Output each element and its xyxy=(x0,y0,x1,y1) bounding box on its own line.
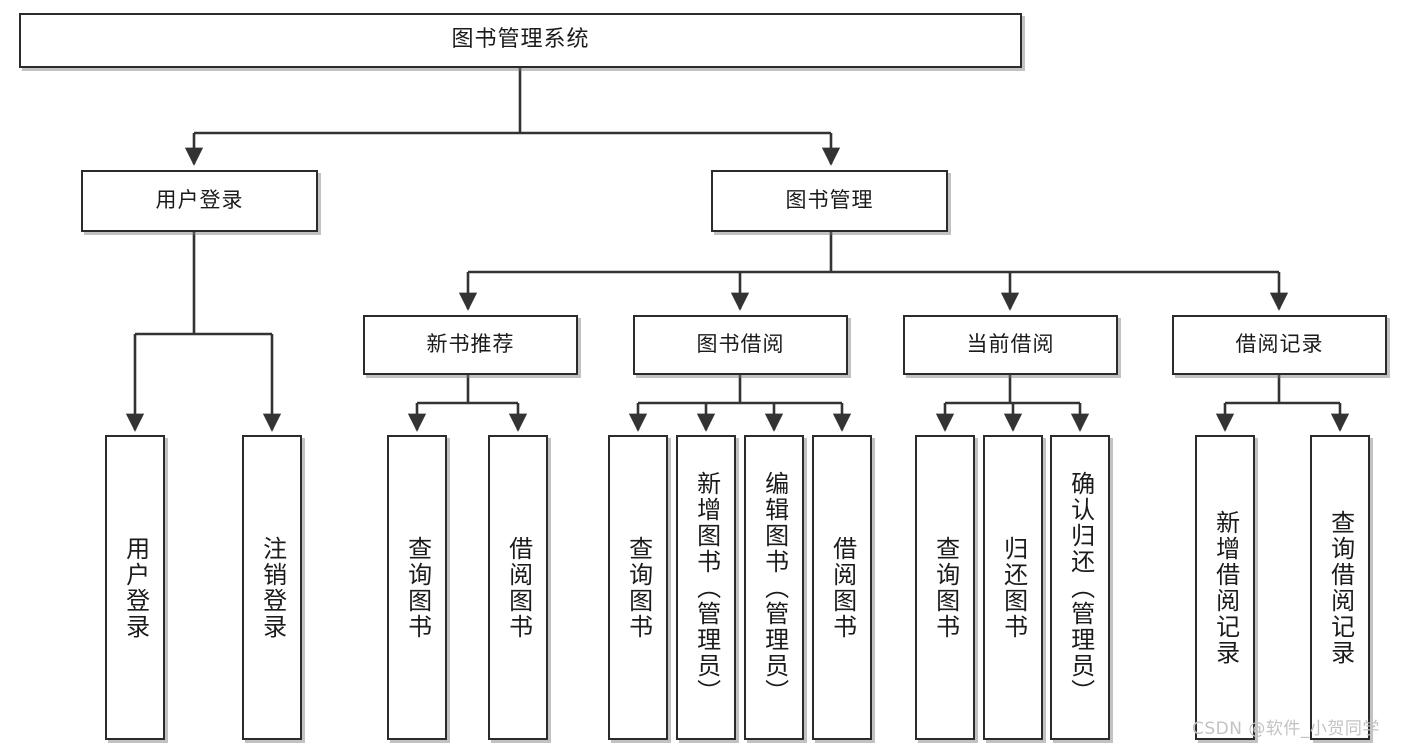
leaf-logout-label: 注销登录 xyxy=(258,535,287,640)
node-book-manage[interactable]: 图书管理 xyxy=(711,170,948,232)
node-current-borrow[interactable]: 当前借阅 xyxy=(903,315,1118,375)
node-new-book-rec[interactable]: 新书推荐 xyxy=(363,315,578,375)
leaf-borrow-book-2-label: 借阅图书 xyxy=(828,535,857,640)
csdn-watermark: CSDN @软件_小贺同学 xyxy=(1192,719,1380,739)
node-book-borrow-label: 图书借阅 xyxy=(696,332,785,357)
leaf-query-book-2-label: 查询图书 xyxy=(624,535,653,640)
leaf-add-book[interactable]: 新增图书（管理员） xyxy=(676,435,736,740)
node-root[interactable]: 图书管理系统 xyxy=(19,13,1022,68)
leaf-query-book-1-label: 查询图书 xyxy=(403,535,432,640)
leaf-user-login-label: 用户登录 xyxy=(121,535,150,640)
node-borrow-record[interactable]: 借阅记录 xyxy=(1172,315,1387,375)
leaf-confirm-return-label: 确认归还（管理员） xyxy=(1066,470,1095,705)
node-borrow-record-label: 借阅记录 xyxy=(1235,332,1324,357)
leaf-add-record-label: 新增借阅记录 xyxy=(1211,509,1240,666)
leaf-query-record[interactable]: 查询借阅记录 xyxy=(1310,435,1370,740)
leaf-add-record[interactable]: 新增借阅记录 xyxy=(1195,435,1255,740)
leaf-borrow-book-2[interactable]: 借阅图书 xyxy=(812,435,872,740)
leaf-query-record-label: 查询借阅记录 xyxy=(1326,509,1355,666)
leaf-borrow-book-1-label: 借阅图书 xyxy=(504,535,533,640)
leaf-query-book-3-label: 查询图书 xyxy=(931,535,960,640)
leaf-user-login[interactable]: 用户登录 xyxy=(105,435,165,740)
leaf-edit-book-label: 编辑图书（管理员） xyxy=(760,470,789,705)
node-root-label: 图书管理系统 xyxy=(451,27,590,53)
node-current-borrow-label: 当前借阅 xyxy=(966,332,1055,357)
leaf-query-book-2[interactable]: 查询图书 xyxy=(608,435,668,740)
node-new-book-rec-label: 新书推荐 xyxy=(426,332,515,357)
leaf-borrow-book-1[interactable]: 借阅图书 xyxy=(488,435,548,740)
leaf-query-book-1[interactable]: 查询图书 xyxy=(387,435,447,740)
node-book-manage-label: 图书管理 xyxy=(785,188,874,213)
leaf-logout[interactable]: 注销登录 xyxy=(242,435,302,740)
node-user-login[interactable]: 用户登录 xyxy=(81,170,318,232)
node-user-login-label: 用户登录 xyxy=(155,188,244,213)
leaf-edit-book[interactable]: 编辑图书（管理员） xyxy=(744,435,804,740)
node-book-borrow[interactable]: 图书借阅 xyxy=(633,315,848,375)
leaf-query-book-3[interactable]: 查询图书 xyxy=(915,435,975,740)
leaf-confirm-return[interactable]: 确认归还（管理员） xyxy=(1050,435,1110,740)
leaf-return-book-label: 归还图书 xyxy=(999,535,1028,640)
leaf-add-book-label: 新增图书（管理员） xyxy=(692,470,721,705)
leaf-return-book[interactable]: 归还图书 xyxy=(983,435,1043,740)
